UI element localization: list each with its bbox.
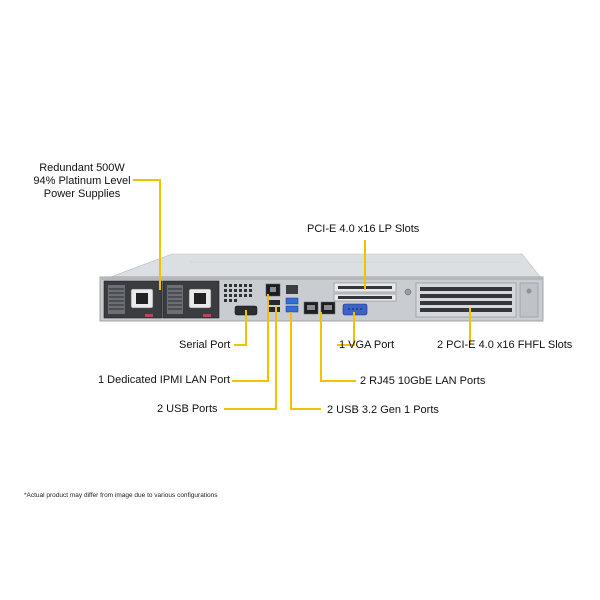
psu-label-line2: 94% Platinum Level <box>33 175 131 187</box>
ipmi-label: 1 Dedicated IPMI LAN Port <box>98 374 231 386</box>
fhfl-label: 2 PCI-E 4.0 x16 FHFL Slots <box>437 339 573 351</box>
vent-grid <box>224 284 252 302</box>
leader-usb2 <box>224 306 277 410</box>
usb3-port-1 <box>285 297 299 305</box>
leader-vga <box>337 312 355 346</box>
leader-lines <box>133 179 471 410</box>
rj45-label: 2 RJ45 10GbE LAN Ports <box>360 375 486 387</box>
usb2-label: 2 USB Ports <box>157 403 218 415</box>
vga-label: 1 VGA Port <box>339 339 395 351</box>
usb3-label: 2 USB 3.2 Gen 1 Ports <box>327 404 439 416</box>
leader-ipmi <box>232 294 269 382</box>
leader-psu <box>133 179 161 290</box>
psu-label-line3: Power Supplies <box>43 188 121 200</box>
leader-usb3 <box>290 312 321 410</box>
usb-port-1 <box>268 300 280 305</box>
leader-rj45 <box>320 312 356 382</box>
psu-label: Redundant 500W 94% Platinum Level Power … <box>28 162 136 201</box>
usb3-port-2 <box>285 305 299 313</box>
chassis-top <box>107 253 542 279</box>
usb-port-2 <box>268 307 280 312</box>
serial-label: Serial Port <box>179 339 231 351</box>
psu-label-line1: Redundant 500W <box>39 162 125 174</box>
power-supply-1 <box>103 280 163 319</box>
pcie-lp-label: PCI-E 4.0 x16 LP Slots <box>307 223 420 235</box>
pcie-fhfl-slots <box>415 282 517 318</box>
leader-serial <box>234 310 247 346</box>
disclaimer-footnote: *Actual product may differ from image du… <box>24 492 218 499</box>
power-supply-2 <box>162 280 220 319</box>
